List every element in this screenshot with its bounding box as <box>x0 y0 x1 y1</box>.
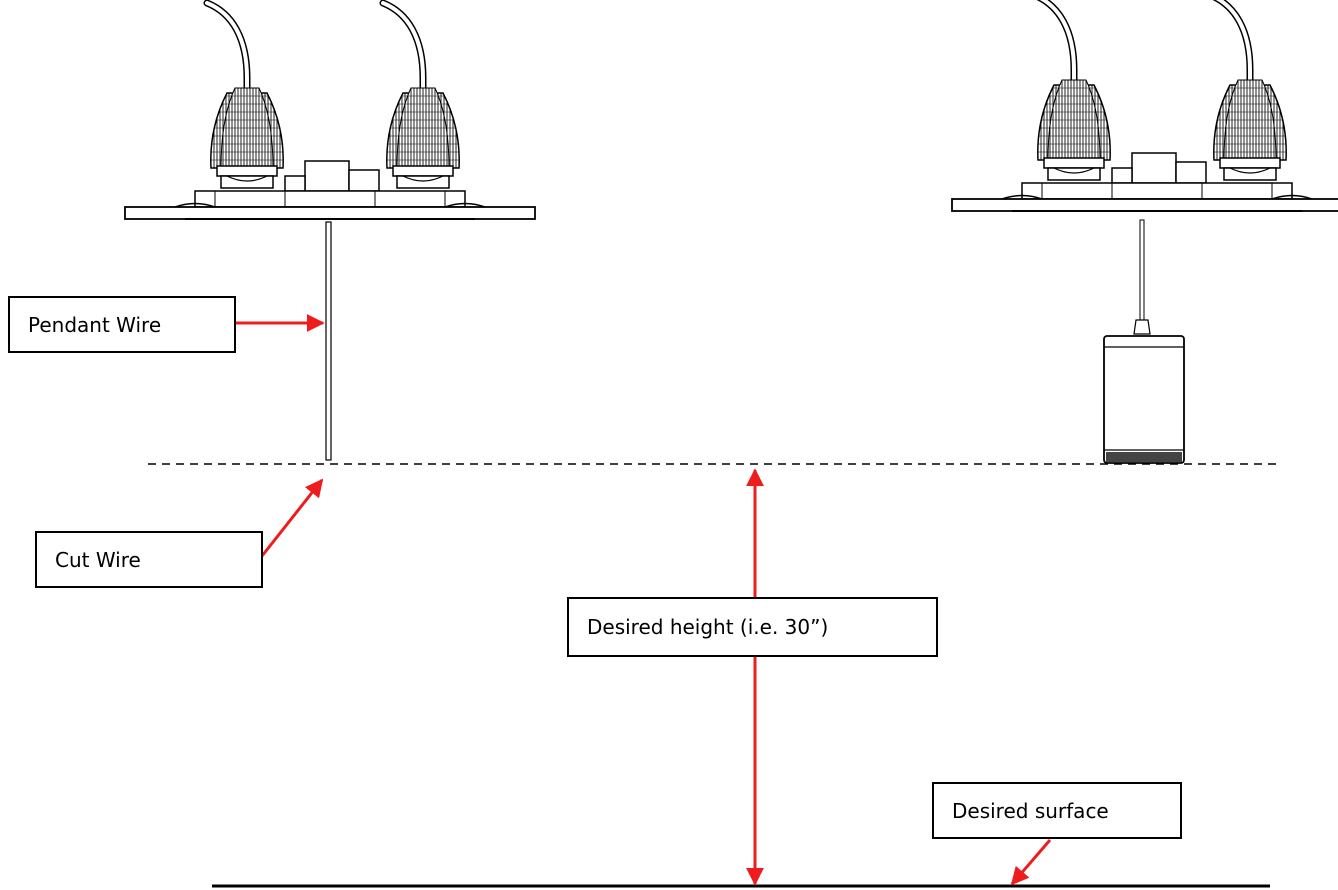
cut-wire-label: Cut Wire <box>35 531 263 588</box>
desired-height-label: Desired height (i.e. 30”) <box>567 597 938 657</box>
canopy-box <box>1103 335 1185 464</box>
left-fixture <box>125 3 535 219</box>
desired-surface-label: Desired surface <box>932 782 1182 839</box>
surface-arrow <box>1010 839 1052 886</box>
pendant-wire <box>325 221 332 461</box>
right-pendant-wire <box>1139 219 1145 321</box>
canopy-neck <box>1133 319 1151 335</box>
cut-wire-arrow <box>260 478 324 557</box>
right-fixture <box>952 0 1338 211</box>
pendant-wire-label: Pendant Wire <box>8 296 236 353</box>
